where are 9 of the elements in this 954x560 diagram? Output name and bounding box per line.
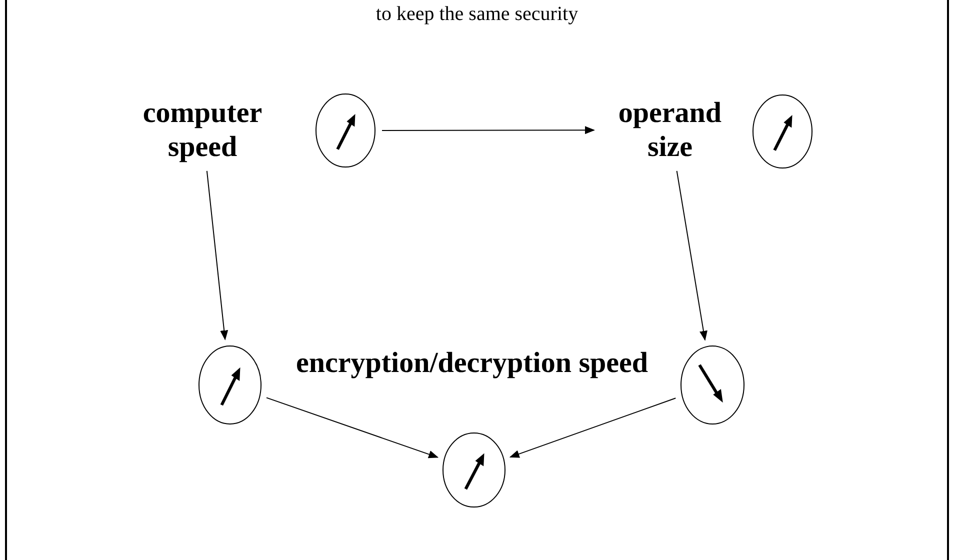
arrow: [266, 397, 439, 458]
arrow: [382, 126, 595, 134]
note-text: to keep the same security: [374, 2, 580, 26]
node-label: encryption/decryption speed: [282, 318, 662, 408]
arrow: [509, 398, 676, 458]
arrow: [206, 170, 228, 340]
node-label: computer speed: [130, 95, 275, 165]
node-label: operand size: [600, 95, 740, 165]
arrow: [676, 170, 708, 341]
